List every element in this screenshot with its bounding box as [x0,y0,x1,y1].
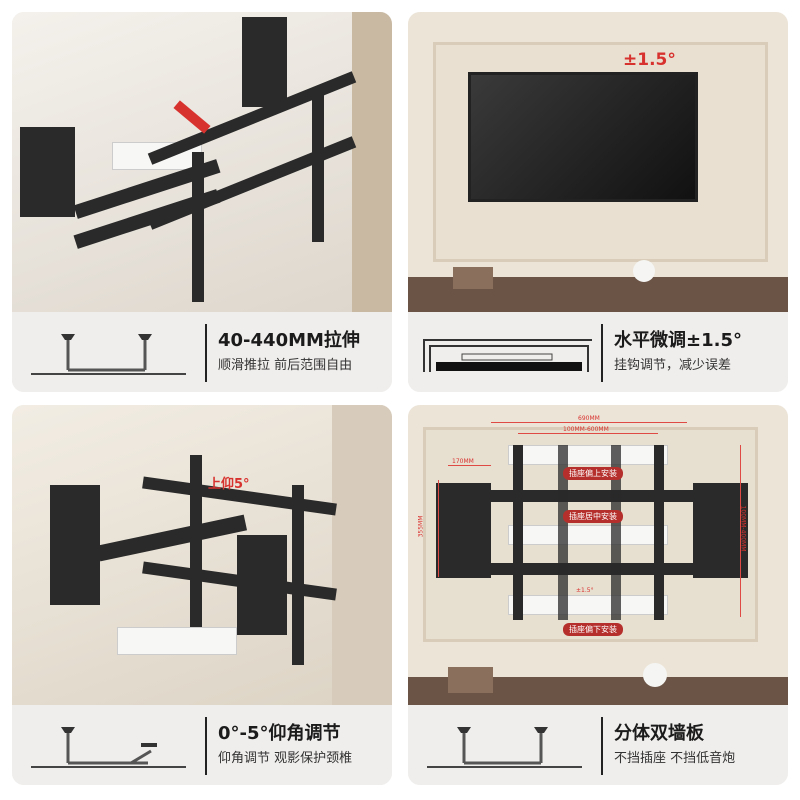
divider [205,324,207,382]
width-dimension: 690MM [578,415,600,422]
offset-dimension: 170MM [452,458,474,465]
divider [601,324,603,382]
tag-socket-high: 插座偏上安装 [563,467,623,480]
panel-title: 0°-5°仰角调节 [218,723,341,744]
level-diagram-icon [423,339,592,372]
tv [468,72,698,202]
extension-diagram-icon [31,334,186,375]
split-plate-diagram: 690MM 100MM-600MM 170MM 355MM 100MM-400M… [408,405,788,705]
panel-tilt: 上仰5° 0°-5°仰角调节 仰角调节 观影保护颈椎 [12,405,392,785]
divider [601,717,603,775]
panel-level-adjust: ±1.5° 水平微调±1.5° 挂钩调节，减少误差 [408,12,788,392]
panel-subtitle: 挂钩调节，减少误差 [614,358,732,373]
angle-label: ±1.5° [623,50,676,70]
panel-subtitle: 仰角调节 观影保护颈椎 [218,751,353,766]
level-dimension: ±1.5° [576,587,594,594]
panel-subtitle: 顺滑推拉 前后范围自由 [218,358,353,373]
panel-title: 40-440MM拉伸 [218,330,360,351]
tilt-product-image: 上仰5° [12,405,392,705]
arrow-icon [173,100,211,134]
divider [205,717,207,775]
plate-height-dimension: 355MM [417,515,425,538]
split-plate-diagram-icon [427,727,582,768]
extension-product-image [12,12,392,312]
tag-socket-low: 插座偏下安装 [563,623,623,636]
panel-subtitle: 不挡插座 不挡低音炮 [614,751,736,766]
panel-extension: 40-440MM拉伸 顺滑推拉 前后范围自由 [12,12,392,392]
tilt-diagram-icon [31,727,186,768]
panel-split-plate: 690MM 100MM-600MM 170MM 355MM 100MM-400M… [408,405,788,785]
angle-label: 上仰5° [208,477,250,492]
level-product-image: ±1.5° [408,12,788,312]
tag-socket-middle: 插座居中安装 [563,510,623,523]
vesa-height-dimension: 100MM-400MM [739,505,747,552]
panel-title: 水平微调±1.5° [614,330,742,351]
panel-title: 分体双墙板 [614,723,704,744]
vesa-width-dimension: 100MM-600MM [563,426,609,433]
